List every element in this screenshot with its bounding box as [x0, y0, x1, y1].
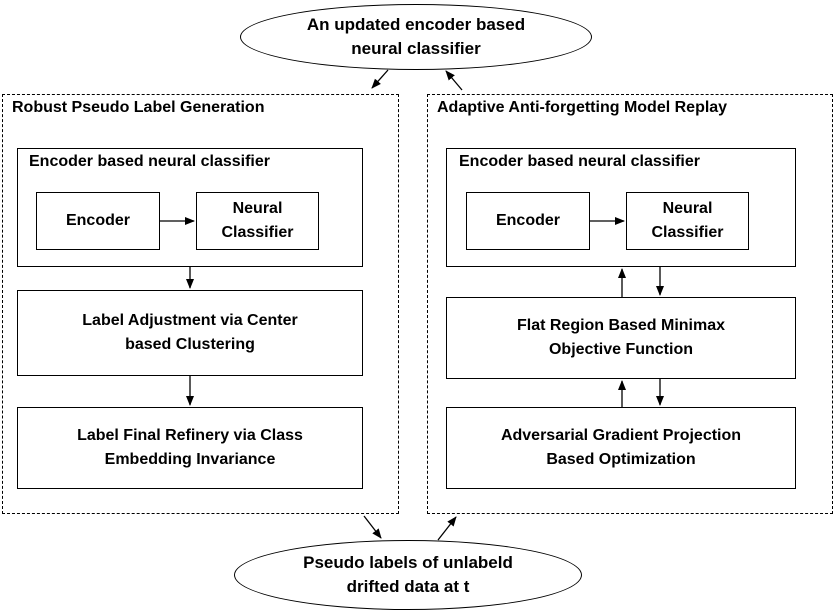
- label-refinery-box: Label Final Refinery via Class Embedding…: [17, 407, 363, 489]
- left-classifier-title: Encoder based neural classifier: [29, 153, 270, 170]
- left-encoder-box: Encoder: [36, 192, 160, 250]
- flat-region-minimax-label: Flat Region Based Minimax Objective Func…: [516, 317, 726, 358]
- updated-classifier-label: An updated encoder based neural classifi…: [306, 15, 526, 58]
- right-encoder-box: Encoder: [466, 192, 590, 250]
- arrow-right-panel-to-top: [445, 70, 463, 91]
- right-neural-classifier-label: Neural Classifier: [651, 200, 724, 241]
- robust-pseudo-label-title: Robust Pseudo Label Generation: [12, 99, 265, 116]
- robust-pseudo-label-panel: [2, 94, 399, 514]
- right-neural-classifier-box: Neural Classifier: [626, 192, 749, 250]
- adversarial-gradient-label: Adversarial Gradient Projection Based Op…: [500, 427, 742, 468]
- adversarial-gradient-box: Adversarial Gradient Projection Based Op…: [446, 407, 796, 489]
- left-neural-classifier-label: Neural Classifier: [221, 200, 294, 241]
- label-adjustment-label: Label Adjustment via Center based Cluste…: [82, 312, 298, 353]
- arrow-bottom-to-right-panel: [437, 516, 457, 541]
- flat-region-minimax-box: Flat Region Based Minimax Objective Func…: [446, 297, 796, 379]
- arrow-left-panel-to-bottom: [363, 515, 382, 539]
- left-neural-classifier-box: Neural Classifier: [196, 192, 319, 250]
- model-replay-title: Adaptive Anti-forgetting Model Replay: [437, 99, 728, 116]
- label-adjustment-box: Label Adjustment via Center based Cluste…: [17, 290, 363, 376]
- pseudo-labels-node: Pseudo labels of unlabeld drifted data a…: [234, 540, 582, 610]
- arrow-top-to-left-panel: [371, 69, 389, 89]
- updated-classifier-node: An updated encoder based neural classifi…: [240, 4, 592, 70]
- model-replay-panel: [427, 94, 833, 514]
- label-refinery-label: Label Final Refinery via Class Embedding…: [77, 427, 303, 468]
- right-encoder-label: Encoder: [495, 212, 560, 229]
- left-encoder-label: Encoder: [65, 212, 130, 229]
- pseudo-labels-label: Pseudo labels of unlabeld drifted data a…: [303, 553, 513, 596]
- right-classifier-title: Encoder based neural classifier: [459, 153, 700, 170]
